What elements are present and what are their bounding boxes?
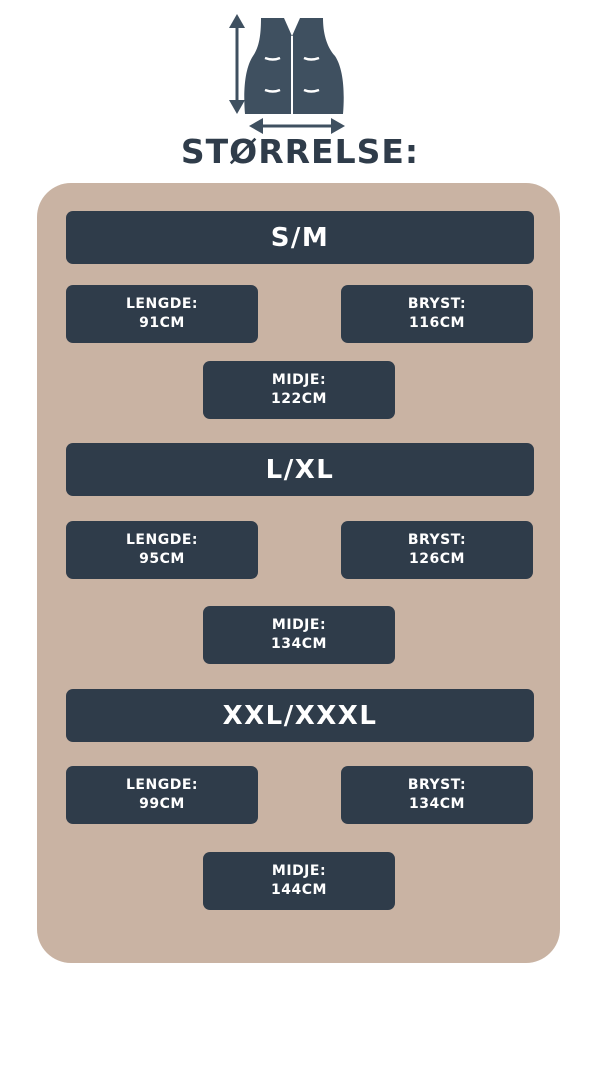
lengde-label: LENGDE:	[126, 777, 198, 793]
vest-measurement-icon	[225, 10, 355, 140]
midje-value: 134CM	[271, 636, 327, 652]
bryst-value: 134CM	[409, 796, 465, 812]
bryst-label: BRYST:	[407, 777, 467, 793]
lengde-value: 99CM	[139, 796, 185, 812]
bryst-label: BRYST:	[407, 532, 467, 548]
midje-box: MIDJE: 134CM	[203, 606, 395, 664]
bryst-box: BRYST: 116CM	[341, 285, 533, 343]
midje-value: 144CM	[271, 882, 327, 898]
midje-label: MIDJE:	[271, 617, 327, 633]
size-label: S/M	[270, 222, 330, 253]
size-header-l-xl: L/XL	[66, 443, 534, 496]
size-label: L/XL	[265, 454, 335, 485]
lengde-label: LENGDE:	[126, 296, 198, 312]
lengde-value: 91CM	[139, 315, 185, 331]
bryst-label: BRYST:	[407, 296, 467, 312]
midje-box: MIDJE: 122CM	[203, 361, 395, 419]
lengde-label: LENGDE:	[126, 532, 198, 548]
page-title: STØRRELSE:	[180, 132, 420, 171]
bryst-box: BRYST: 134CM	[341, 766, 533, 824]
midje-label: MIDJE:	[271, 372, 327, 388]
midje-box: MIDJE: 144CM	[203, 852, 395, 910]
size-header-xxl-xxxl: XXL/XXXL	[66, 689, 534, 742]
lengde-box: LENGDE: 95CM	[66, 521, 258, 579]
bryst-value: 116CM	[409, 315, 465, 331]
bryst-value: 126CM	[409, 551, 465, 567]
size-header-s-m: S/M	[66, 211, 534, 264]
midje-label: MIDJE:	[271, 863, 327, 879]
lengde-box: LENGDE: 91CM	[66, 285, 258, 343]
midje-value: 122CM	[271, 391, 327, 407]
bryst-box: BRYST: 126CM	[341, 521, 533, 579]
size-label: XXL/XXXL	[222, 700, 378, 731]
lengde-value: 95CM	[139, 551, 185, 567]
lengde-box: LENGDE: 99CM	[66, 766, 258, 824]
